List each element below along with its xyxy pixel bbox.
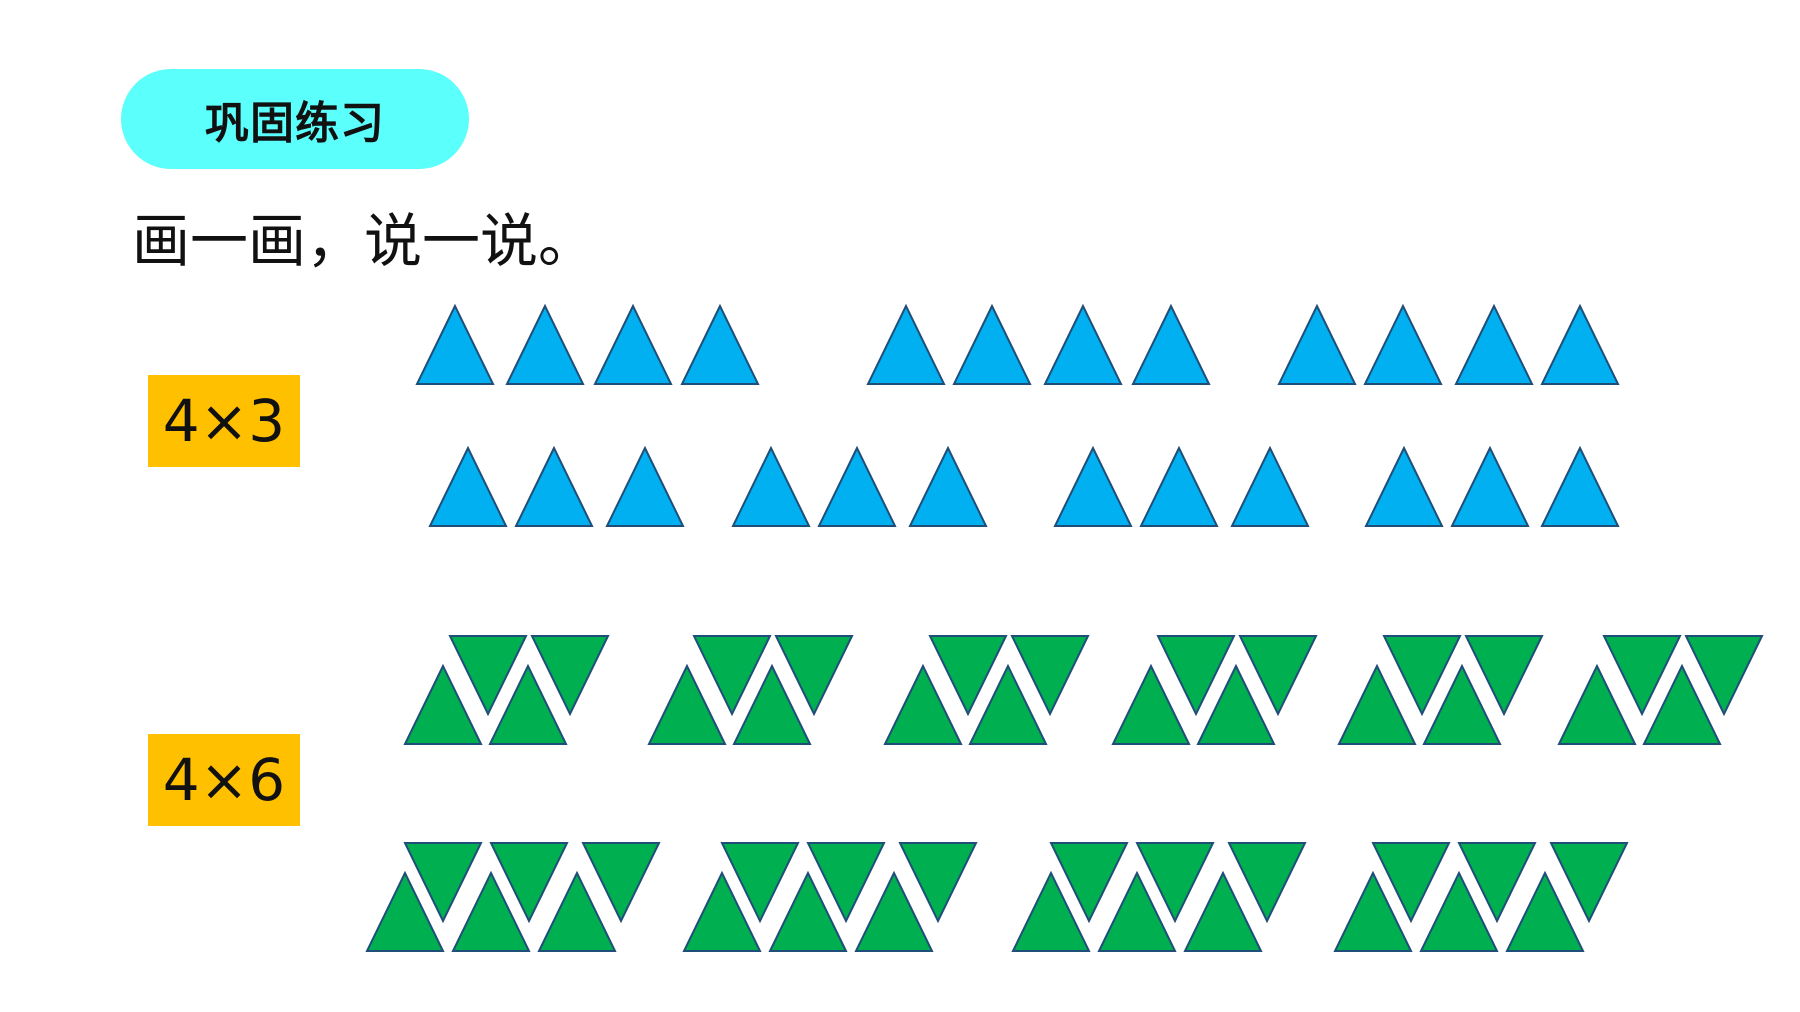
green-triangle-up xyxy=(768,870,848,952)
blue-triangle xyxy=(731,445,811,527)
green-triangle-up xyxy=(732,663,812,745)
green-triangle-up xyxy=(365,870,445,952)
green-triangle-down xyxy=(489,842,569,924)
green-triangle-down xyxy=(1135,842,1215,924)
green-triangle-down xyxy=(1549,842,1629,924)
blue-triangle xyxy=(415,303,495,385)
green-triangle-down xyxy=(928,635,1008,717)
green-triangle-up xyxy=(1337,663,1417,745)
green-triangle-up xyxy=(1183,870,1263,952)
green-triangle-down xyxy=(1227,842,1307,924)
green-triangle-down xyxy=(898,842,978,924)
blue-triangle xyxy=(866,303,946,385)
green-triangle-up xyxy=(403,663,483,745)
blue-triangle xyxy=(1540,303,1620,385)
green-triangle-up xyxy=(1333,870,1413,952)
blue-triangle xyxy=(952,303,1032,385)
green-triangle-up xyxy=(1111,663,1191,745)
section-title: 巩固练习 xyxy=(205,98,385,149)
green-triangle-up xyxy=(451,870,531,952)
blue-triangle xyxy=(1364,445,1444,527)
green-triangle-down xyxy=(1382,635,1462,717)
blue-triangle xyxy=(428,445,508,527)
expression-label-4x3: 4×3 xyxy=(162,387,286,455)
green-triangle-down xyxy=(1156,635,1236,717)
blue-triangle xyxy=(1139,445,1219,527)
blue-triangle xyxy=(1540,445,1620,527)
blue-triangle xyxy=(1230,445,1310,527)
green-triangle-up xyxy=(1422,663,1502,745)
green-triangle-up xyxy=(1642,663,1722,745)
green-triangle-down xyxy=(1684,635,1764,717)
green-triangle-up xyxy=(883,663,963,745)
green-triangle-up xyxy=(1557,663,1637,745)
green-triangle-down xyxy=(692,635,772,717)
green-triangle-down xyxy=(448,635,528,717)
green-triangle-up xyxy=(854,870,934,952)
blue-triangle xyxy=(505,303,585,385)
green-triangle-up xyxy=(1419,870,1499,952)
section-title-badge: 巩固练习 xyxy=(121,69,469,169)
green-triangle-up xyxy=(1011,870,1091,952)
green-triangle-down xyxy=(1602,635,1682,717)
green-triangle-down xyxy=(1238,635,1318,717)
blue-triangle xyxy=(1363,303,1443,385)
expression-box-4x3: 4×3 xyxy=(148,375,300,467)
green-triangle-down xyxy=(1371,842,1451,924)
green-triangle-up xyxy=(682,870,762,952)
green-triangle-down xyxy=(806,842,886,924)
green-triangle-down xyxy=(1049,842,1129,924)
expression-box-4x6: 4×6 xyxy=(148,734,300,826)
blue-triangle xyxy=(1454,303,1534,385)
blue-triangle xyxy=(1043,303,1123,385)
green-triangle-up xyxy=(968,663,1048,745)
green-triangle-down xyxy=(581,842,661,924)
instruction-text: 画一画，说一说。 xyxy=(132,207,597,275)
green-triangle-up xyxy=(1097,870,1177,952)
green-triangle-up xyxy=(537,870,617,952)
green-triangle-up xyxy=(488,663,568,745)
blue-triangle xyxy=(817,445,897,527)
blue-triangle xyxy=(514,445,594,527)
blue-triangle xyxy=(593,303,673,385)
blue-triangle xyxy=(1450,445,1530,527)
blue-triangle xyxy=(605,445,685,527)
green-triangle-down xyxy=(1457,842,1537,924)
blue-triangle xyxy=(908,445,988,527)
blue-triangle xyxy=(680,303,760,385)
green-triangle-up xyxy=(647,663,727,745)
blue-triangle xyxy=(1131,303,1211,385)
blue-triangle xyxy=(1053,445,1133,527)
blue-triangle xyxy=(1277,303,1357,385)
green-triangle-down xyxy=(1010,635,1090,717)
green-triangle-down xyxy=(774,635,854,717)
expression-label-4x6: 4×6 xyxy=(162,746,286,814)
green-triangle-down xyxy=(530,635,610,717)
green-triangle-up xyxy=(1505,870,1585,952)
green-triangle-down xyxy=(1464,635,1544,717)
green-triangle-down xyxy=(720,842,800,924)
green-triangle-up xyxy=(1196,663,1276,745)
green-triangle-down xyxy=(403,842,483,924)
